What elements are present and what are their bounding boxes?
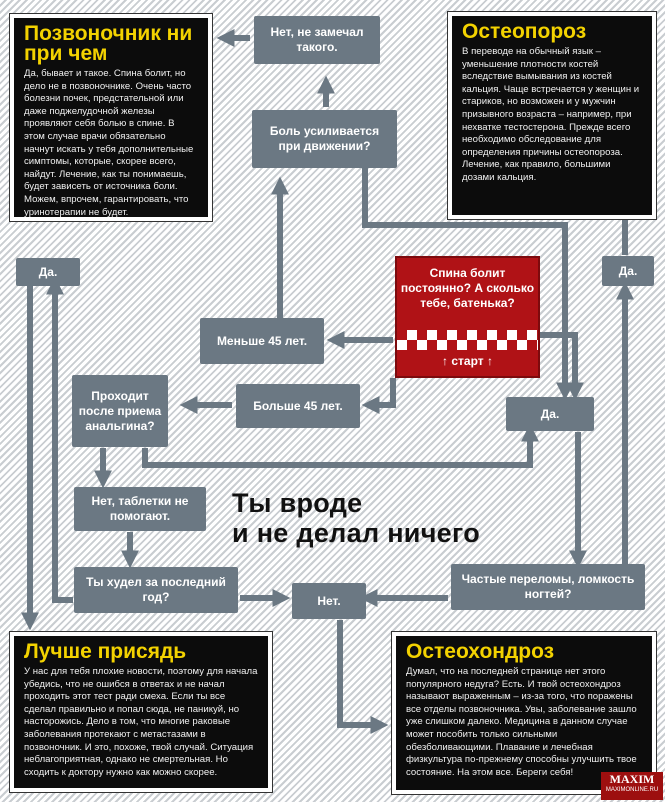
node-tabletki: Нет, таблетки не помогают.: [74, 487, 206, 531]
node-menshe45: Меньше 45 лет.: [200, 318, 324, 364]
box-text: Думал, что на последней странице нет это…: [406, 666, 637, 778]
node-net: Нет.: [292, 583, 366, 619]
node-analgin: Проходит после приема анальгина?: [72, 375, 168, 447]
node-hudel: Ты худел за последний год?: [74, 567, 238, 613]
box-osteohondroz: Остеохондроз Думал, что на последней стр…: [392, 632, 656, 794]
box-text: У нас для тебя плохие новости, поэтому д…: [24, 666, 258, 778]
arrow-bol-da: [362, 165, 574, 401]
headline-line1: Ты вроде: [232, 488, 363, 518]
arrow-start-bolshe: [361, 378, 396, 414]
node-da-mid: Да.: [506, 397, 594, 431]
box-title: Остеопороз: [462, 20, 587, 43]
maxim-logo: MAXIM MAXIMONLINE.RU: [601, 772, 663, 800]
start-question: Спина болит постоянно? А сколько тебе, б…: [400, 266, 535, 310]
box-title: Лучше присядь: [24, 640, 187, 663]
headline-line2: и не делал ничего: [232, 518, 480, 548]
box-title: Позвоночник ни при чем: [24, 22, 193, 65]
box-title: Остеохондроз: [406, 640, 555, 663]
logo-brand: MAXIM: [609, 772, 655, 786]
box-osteoporoz: Остеопороз В переводе на обычный язык – …: [448, 12, 656, 219]
node-da-left: Да.: [16, 258, 80, 286]
box-text: В переводе на обычный язык – уменьшение …: [462, 46, 640, 183]
headline: Ты вроде и не делал ничего: [232, 488, 552, 548]
start-node: Спина болит постоянно? А сколько тебе, б…: [395, 256, 540, 378]
start-label: ↑ старт ↑: [442, 354, 493, 368]
arrow-hudel-daleft: [46, 276, 73, 603]
node-bolshe45: Больше 45 лет.: [236, 384, 360, 428]
arrow-start-da: [540, 332, 584, 401]
checker-band-top: [397, 330, 538, 340]
box-text: Да, бывает и такое. Спина болит, но дело…: [24, 68, 194, 218]
node-bol-dvizhenie: Боль усиливается при движении?: [252, 110, 397, 168]
box-prisyad: Лучше присядь У нас для тебя плохие ново…: [10, 632, 272, 792]
logo-url: MAXIMONLINE.RU: [605, 787, 659, 793]
arrow-analgin-da: [142, 423, 539, 468]
node-da-right: Да.: [602, 256, 654, 286]
box-pozvonochnik: Позвоночник ни при чем Да, бывает и тако…: [10, 14, 212, 221]
arrow-net-osteoh: [337, 620, 389, 734]
node-perelomy: Частые переломы, ломкость ногтей?: [451, 564, 645, 610]
node-ne-zamechal: Нет, не замечал такого.: [254, 16, 380, 64]
arrow-per-daright: [602, 281, 634, 585]
